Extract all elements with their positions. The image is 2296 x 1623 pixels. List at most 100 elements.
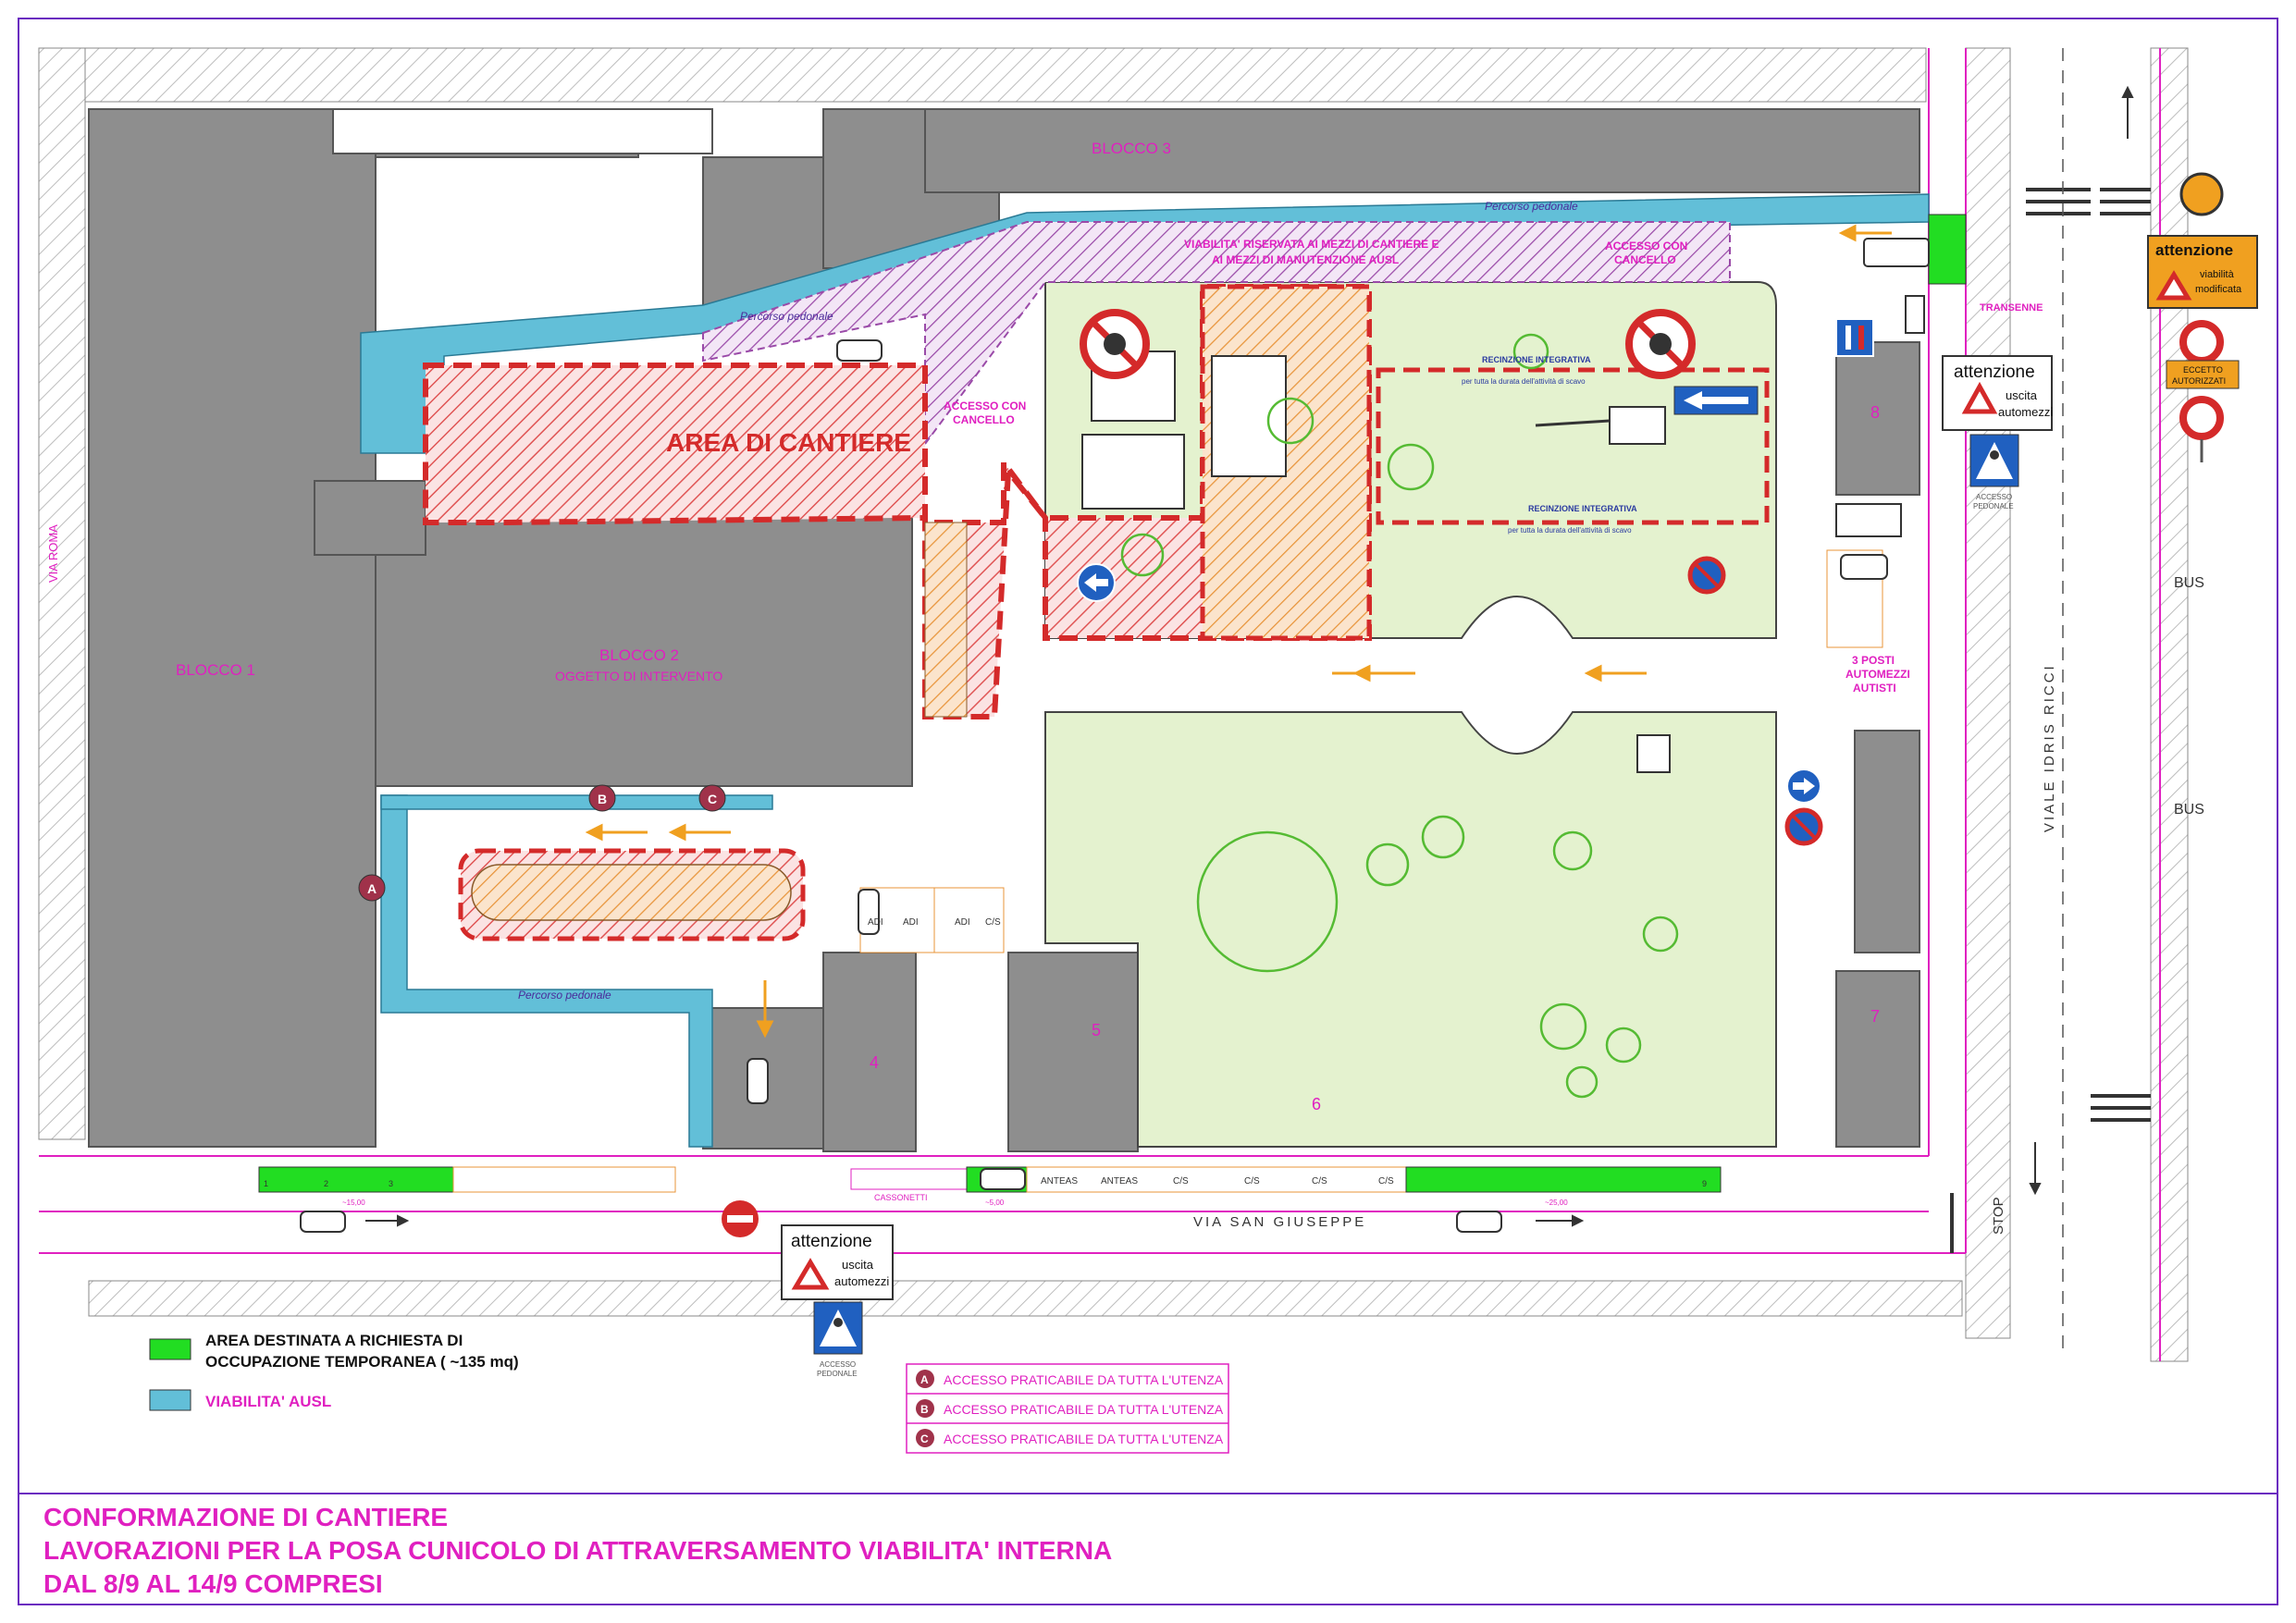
attenzione-sign-east: [1942, 355, 2053, 431]
label-blocco-2-sub: OGGETTO DI INTERVENTO: [555, 669, 722, 683]
legend-access-c: ACCESSO PRATICABILE DA TUTTA L'UTENZA: [944, 1432, 1224, 1446]
legend-marker-c: C: [920, 1432, 929, 1445]
marker-a: A: [367, 881, 376, 896]
label-slot-9: 9: [1702, 1179, 1707, 1188]
one-way-sign-bar: [1702, 397, 1748, 404]
label-num-8: 8: [1870, 403, 1880, 422]
legend-blue: VIABILITA' AUSL: [205, 1393, 331, 1410]
no-parking-sign-1: [1687, 556, 1726, 595]
excavator: [1609, 406, 1666, 445]
label-via-san-giuseppe: VIA SAN GIUSEPPE: [1193, 1214, 1366, 1230]
sign-eccetto: ECCETTO: [2183, 365, 2223, 375]
access-markers: [358, 784, 726, 902]
east-sidewalk-left: [1965, 47, 2011, 1339]
two-way-sign: [1835, 318, 1874, 357]
label-adi-3: ADI: [955, 917, 970, 928]
pedestrian-sign-south: [813, 1301, 863, 1355]
label-cs-3: C/S: [1312, 1176, 1327, 1187]
cs-parking: [933, 887, 1005, 953]
label-slot-1: 1: [264, 1179, 268, 1188]
label-recinzione-2: RECINZIONE INTEGRATIVA: [1528, 504, 1637, 513]
label-area-di-cantiere: AREA DI CANTIERE: [666, 428, 911, 457]
label-num-6: 6: [1312, 1095, 1321, 1113]
label-posti-1: 3 POSTI: [1852, 654, 1895, 667]
label-accesso-cancello-ne-1: ACCESSO CON: [1605, 240, 1687, 252]
label-anteas-1: ANTEAS: [1041, 1176, 1078, 1187]
sign-attenzione-east: attenzione: [1954, 363, 2035, 382]
label-bus-2: BUS: [2174, 802, 2204, 818]
label-transenne: TRANSENNE: [1980, 302, 2043, 314]
plan-labels: BLOCCO 1 BLOCCO 2 OGGETTO DI INTERVENTO …: [46, 140, 2204, 1235]
sheet-frame: [18, 18, 2278, 1605]
no-pedestrian-sign-2: [1625, 309, 1696, 379]
no-entry-sign: [722, 1200, 759, 1237]
label-blocco-1: BLOCCO 1: [176, 661, 255, 679]
label-viabilita-1: VIABILITA' RISERVATA AI MEZZI DI CANTIER…: [1184, 238, 1439, 251]
one-way-sign-arrow: [1684, 391, 1702, 410]
legend-marker-b: B: [920, 1403, 929, 1416]
sign-labels: attenzione uscita automezzi attenzione u…: [791, 241, 2242, 1378]
label-accesso-cancello-w-2: CANCELLO: [953, 413, 1015, 426]
label-via-roma: VIA ROMA: [46, 524, 60, 583]
legend-green-swatch: [149, 1338, 191, 1360]
legend-access-b: ACCESSO PRATICABILE DA TUTTA L'UTENZA: [944, 1402, 1224, 1417]
label-slot-2: 2: [324, 1179, 328, 1188]
label-blocco-2: BLOCCO 2: [599, 646, 679, 664]
label-anteas-2: ANTEAS: [1101, 1176, 1138, 1187]
recinzione-integrativa: [1376, 367, 1770, 525]
crosswalks: [2026, 188, 2151, 1122]
sign-pedonale-south: PEDONALE: [817, 1370, 858, 1378]
sign-accesso-south: ACCESSO: [820, 1360, 856, 1369]
building-east-mid: [1854, 730, 1920, 953]
label-bus-1: BUS: [2174, 575, 2204, 591]
sign-viabilita: viabilità: [2200, 269, 2235, 280]
parking-strip-mid: [850, 1166, 1722, 1193]
label-accesso-cancello-w-1: ACCESSO CON: [944, 400, 1026, 412]
label-cassonetti: CASSONETTI: [874, 1193, 928, 1202]
legend: AREA DESTINATA A RICHIESTA DI OCCUPAZION…: [205, 1332, 1224, 1446]
keep-left-sign: [1077, 563, 1116, 602]
label-recinzione-2-sub: per tutta la durata dell'attività di sca…: [1508, 526, 1632, 535]
ramp-strip: [924, 522, 968, 718]
label-posti-3: AUTISTI: [1853, 682, 1896, 695]
label-percorso-west: Percorso pedonale: [740, 310, 833, 323]
trees: [1120, 333, 1679, 1099]
area-di-cantiere: [423, 284, 1372, 719]
label-percorso-north: Percorso pedonale: [1485, 200, 1578, 213]
caption-line-1: CONFORMAZIONE DI CANTIERE: [43, 1503, 449, 1531]
label-posti-2: AUTOMEZZI: [1845, 668, 1910, 681]
label-stop: STOP: [1991, 1197, 2006, 1235]
west-sidewalk: [38, 47, 86, 1140]
building-8: [1835, 341, 1920, 496]
label-num-5: 5: [1092, 1021, 1101, 1039]
marker-b: B: [598, 792, 607, 806]
label-percorso-south: Percorso pedonale: [518, 989, 611, 1002]
label-recinzione-1: RECINZIONE INTEGRATIVA: [1482, 355, 1591, 364]
legend-green-line2: OCCUPAZIONE TEMPORANEA ( ~135 mq): [205, 1353, 519, 1371]
building-4: [822, 952, 917, 1152]
label-viabilita-2: AI MEZZI DI MANUTENZIONE AUSL: [1212, 253, 1399, 266]
traffic-arrows: [585, 224, 1892, 1039]
label-adi-1: ADI: [868, 917, 883, 928]
sign-uscita-east: uscita: [2006, 388, 2038, 402]
sign-uscita-south: uscita: [842, 1258, 874, 1272]
label-dim-25: ~25,00: [1545, 1199, 1568, 1207]
road-arrows: [365, 85, 2134, 1227]
legend-blue-swatch: [149, 1389, 191, 1411]
legend-marker-a: A: [920, 1373, 929, 1386]
blocco-1: [88, 108, 376, 1148]
label-num-7: 7: [1870, 1007, 1880, 1026]
caption-line-3: DAL 8/9 AL 14/9 COMPRESI: [43, 1569, 383, 1598]
label-recinzione-1-sub: per tutta la durata dell'attività di sca…: [1462, 377, 1586, 386]
sign-automezzi-east: automezzi: [1998, 405, 2053, 419]
attenzione-sign-south: [781, 1224, 894, 1300]
attenzione-sign-viale: [2147, 172, 2258, 462]
label-cs-2: C/S: [1244, 1176, 1260, 1187]
building-5: [1007, 952, 1139, 1152]
blocco-3: [924, 108, 1920, 193]
sign-attenzione-south: attenzione: [791, 1232, 872, 1251]
sign-autorizzati: AUTORIZZATI: [2172, 376, 2226, 386]
no-pedestrian-sign-1: [1080, 309, 1150, 379]
label-dim-15: ~15,00: [342, 1199, 365, 1207]
